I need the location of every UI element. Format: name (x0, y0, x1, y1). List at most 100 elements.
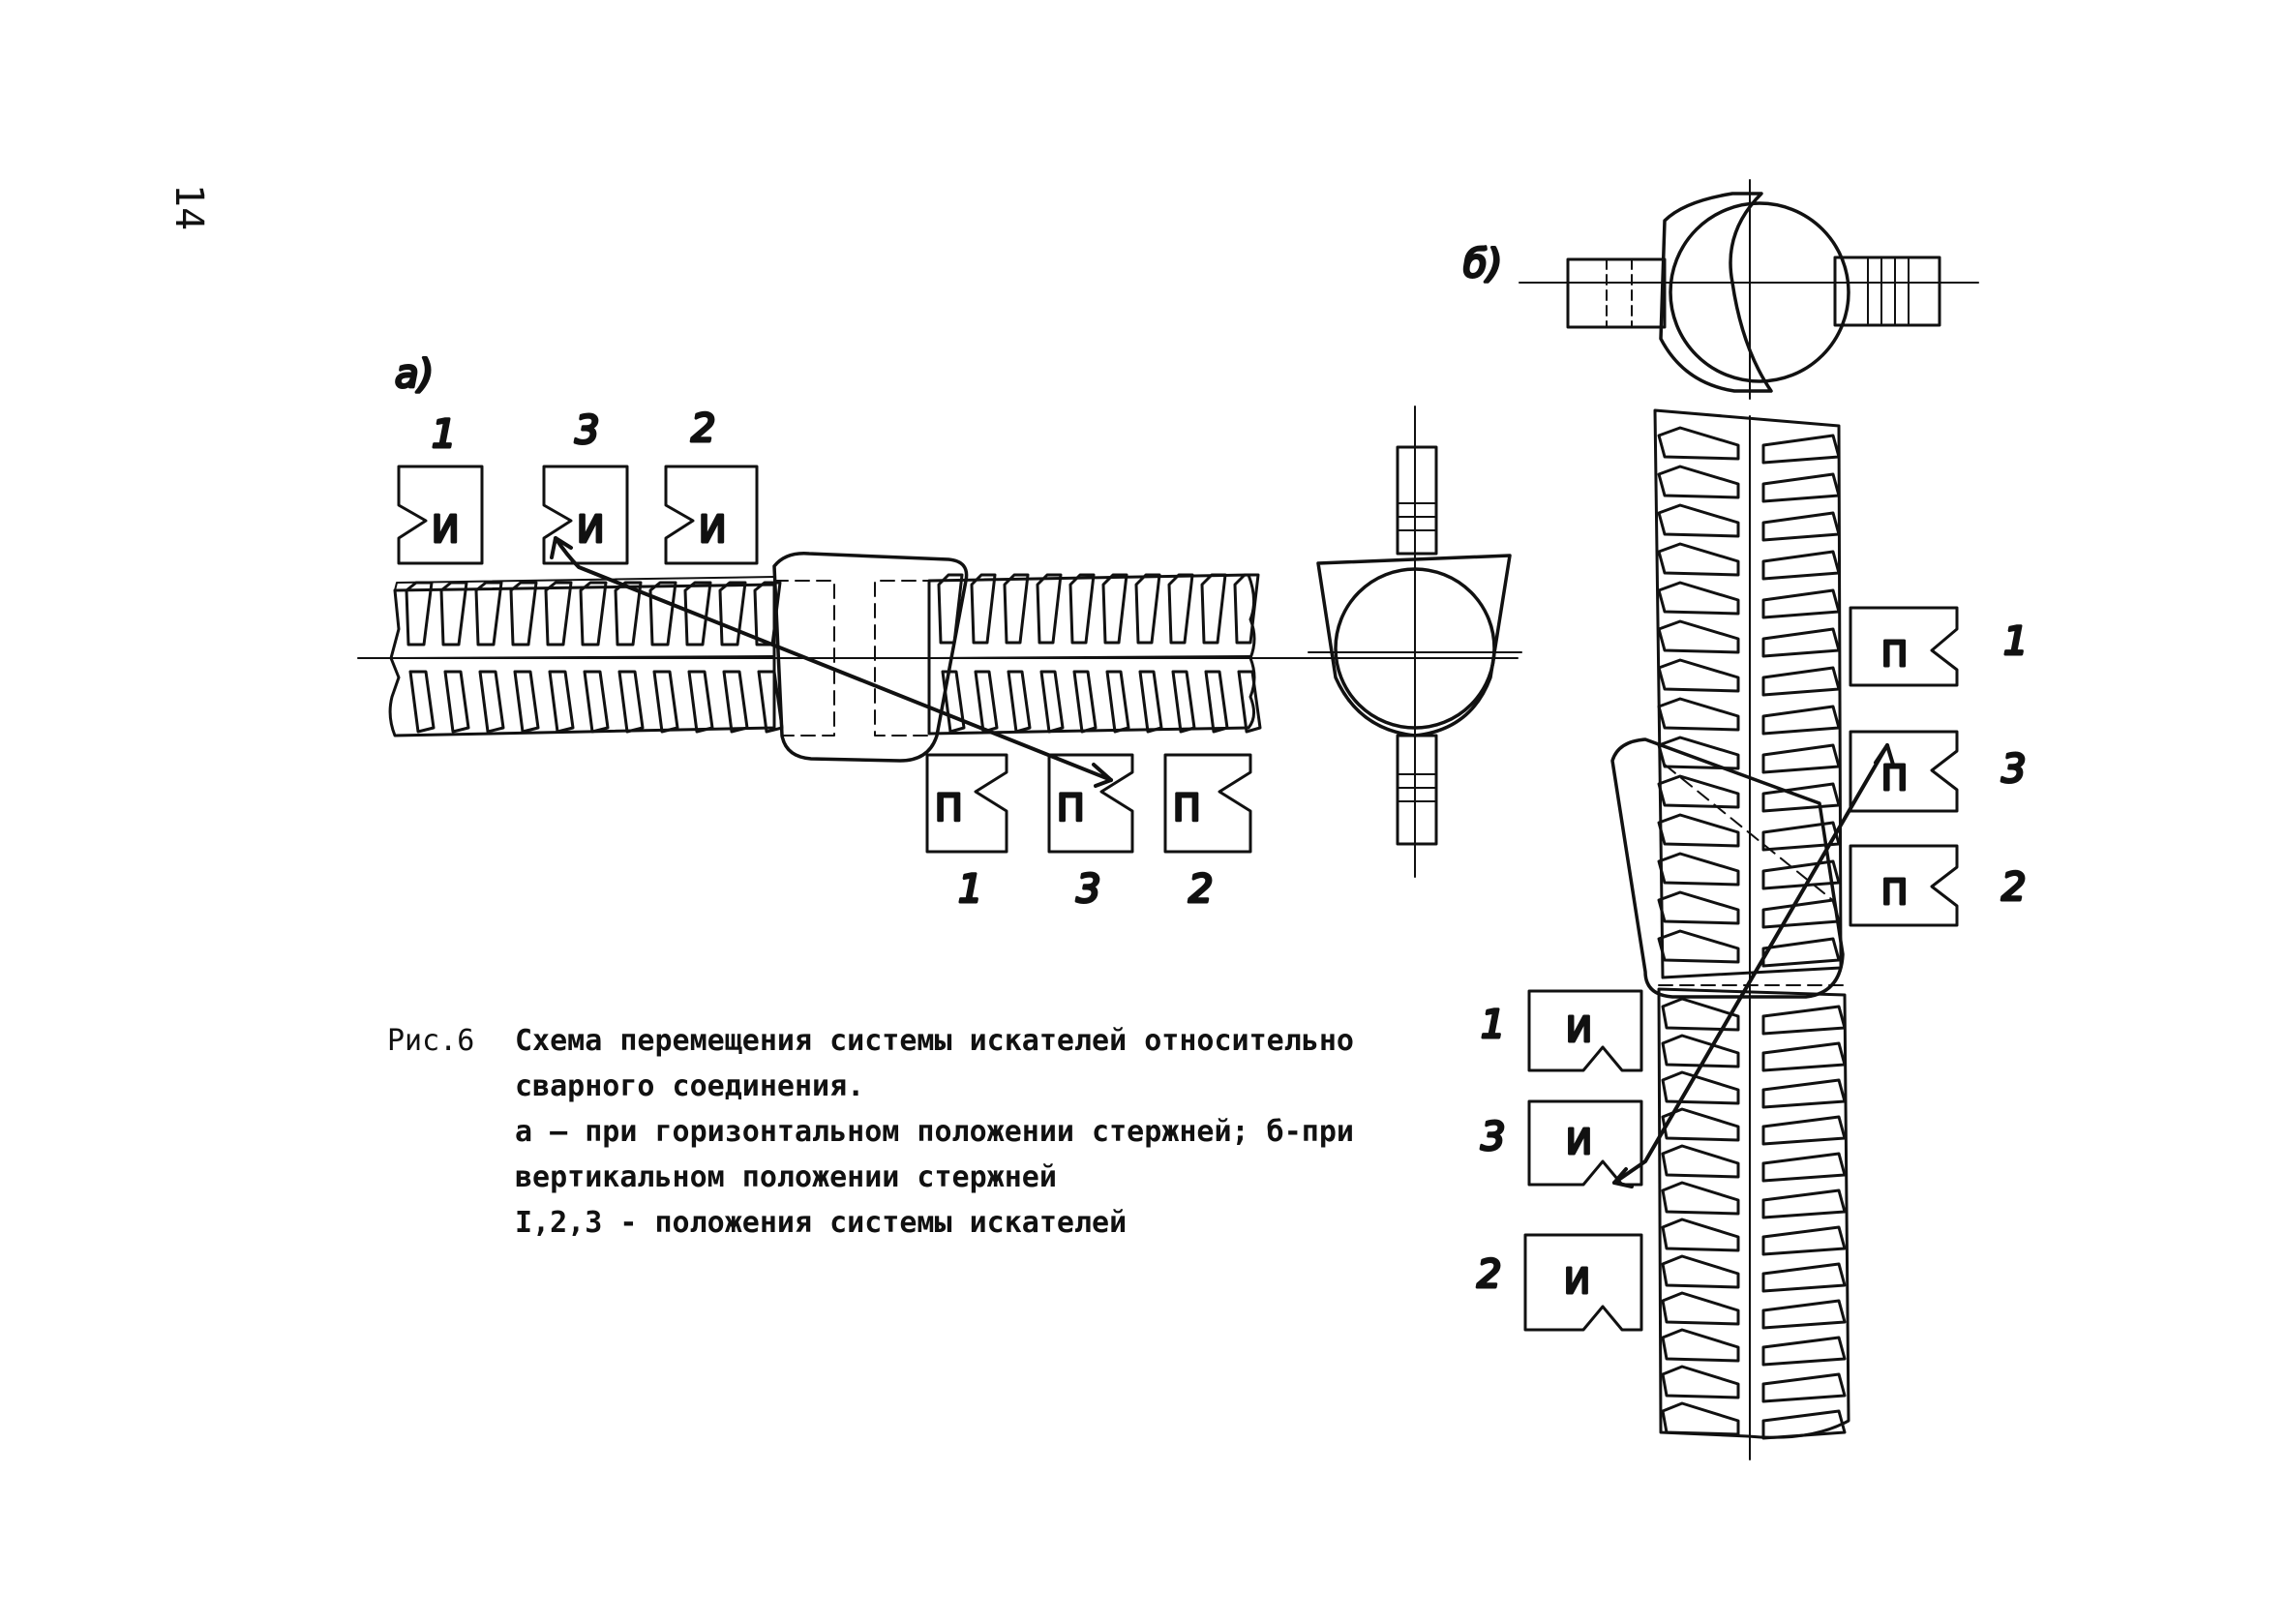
panel-b: б) П 1 (1462, 179, 2030, 1460)
rebar-rib (1657, 619, 1740, 654)
rebar-rib (1761, 627, 1841, 658)
rebar-rib (544, 581, 573, 647)
searcher-b-3-number: 3 (1481, 1115, 1505, 1159)
rebar-rib (1657, 426, 1740, 461)
rebar-rib (439, 581, 468, 647)
rebar-rib (1661, 1070, 1740, 1105)
rebar-rib (970, 573, 997, 645)
searcher-a-3: И 3 (542, 407, 629, 565)
rebar-rib (1657, 890, 1740, 925)
rebar-rib (1233, 573, 1260, 645)
cross-section-b (1519, 179, 1979, 400)
rebar-rib (753, 581, 782, 647)
weld-joint-b (1610, 737, 1845, 999)
rebar-rib (1761, 1152, 1847, 1183)
rebar-rib (1068, 573, 1096, 645)
rebar-rib (1761, 472, 1841, 503)
rebar-rib (1761, 898, 1841, 929)
rebar-rib (1761, 937, 1841, 968)
searcher-a-1-number: 1 (432, 412, 456, 457)
rebar-rib (1761, 1336, 1847, 1367)
rebar-rib (1761, 1078, 1847, 1109)
searcher-b-1-number: 1 (1481, 1003, 1505, 1047)
rebar-rib (1105, 670, 1130, 734)
rebar-rib (474, 581, 503, 647)
rebar-rib (1657, 465, 1740, 499)
rebar-rib (941, 670, 966, 734)
receiver-b-1: П 1 (1849, 606, 2030, 687)
rebar-rib (1138, 670, 1163, 734)
rebar-rib (652, 670, 679, 734)
receiver-b-2-letter: П (1881, 873, 1908, 913)
panel-a-label: а) (395, 352, 434, 397)
rebar-rib (617, 670, 645, 734)
figure-label: Рис.6 (387, 1024, 475, 1058)
searcher-a-2: И 2 (664, 406, 759, 565)
receiver-a-3-number: 3 (1076, 867, 1100, 912)
rebar-rib (648, 581, 677, 647)
receiver-a-2: П 2 (1163, 753, 1252, 914)
weld-joint-a (772, 552, 969, 763)
beam-path-a (550, 536, 1113, 788)
rebar-rib (683, 581, 712, 647)
receiver-a-1-number: 1 (958, 867, 982, 912)
receiver-a-1: П 1 (925, 753, 1008, 914)
rebar-rib (1761, 666, 1841, 697)
rebar-rib (579, 581, 608, 647)
caption-line-3: а – при горизонтальном положении стержне… (515, 1115, 1354, 1149)
rebar-rib (1661, 1254, 1740, 1289)
searcher-b-2-letter: И (1564, 1262, 1590, 1302)
rebar-rib (1761, 1115, 1847, 1146)
rebar-rib (1761, 1372, 1847, 1403)
rebar-rib (757, 670, 784, 734)
rebar-rib (937, 573, 964, 645)
receiver-a-2-number: 2 (1188, 867, 1213, 912)
rebar-rib (1237, 670, 1262, 734)
rebar-rib (1761, 859, 1841, 890)
receiver-b-1-letter: П (1881, 635, 1908, 675)
rebar-rib (1036, 573, 1063, 645)
rebar-rib (1661, 1218, 1740, 1252)
rebar-rib (1761, 588, 1841, 619)
rebar-rib (687, 670, 714, 734)
caption-line-2: сварного соединения. (515, 1069, 865, 1103)
rebar-rib (509, 581, 538, 647)
searcher-b-1-letter: И (1566, 1010, 1592, 1050)
rebar-rib (1661, 997, 1740, 1032)
rebar-rib (1661, 1328, 1740, 1363)
rebar-rib (1134, 573, 1161, 645)
receiver-b-1-number: 1 (2003, 619, 2028, 664)
caption-line-1: Схема перемещения системы искателей отно… (515, 1024, 1354, 1058)
searcher-a-1-letter: И (432, 508, 459, 551)
panel-a: а) И 1 И 3 И (357, 351, 1522, 914)
rebar-rib (1661, 1365, 1740, 1399)
rebar-rib (1661, 1144, 1740, 1179)
receiver-b-3-number: 3 (2001, 747, 2026, 792)
rebar-rib (1761, 1188, 1847, 1219)
rebar-rib (1101, 573, 1128, 645)
rebar-rib (1657, 503, 1740, 538)
rebar-rib (974, 670, 999, 734)
searcher-b-2-number: 2 (1477, 1252, 1501, 1297)
rebar-rib (1661, 1034, 1740, 1068)
searcher-b-3: И 3 (1480, 1099, 1643, 1187)
rebar-rib (583, 670, 610, 734)
searcher-b-1: И 1 (1480, 989, 1643, 1072)
receiver-a-1-letter: П (935, 787, 963, 829)
rebar-rib (443, 670, 470, 734)
rebar-rib (718, 581, 747, 647)
searcher-b-2: И 2 (1476, 1233, 1643, 1332)
rebar-rib (405, 581, 434, 647)
rebar-rib (1761, 705, 1841, 736)
receiver-a-2-letter: П (1173, 787, 1201, 829)
rebar-rib (1761, 550, 1841, 581)
rebar-rib (722, 670, 749, 734)
rebar-rib (1657, 813, 1740, 848)
searcher-a-3-letter: И (577, 508, 604, 551)
receiver-b-3: П 3 (1849, 730, 2028, 813)
rebar-rib (1200, 573, 1227, 645)
rebar-rib (1761, 1005, 1847, 1036)
rebar-rib (1657, 542, 1740, 577)
searcher-b-3-letter: И (1566, 1123, 1592, 1162)
